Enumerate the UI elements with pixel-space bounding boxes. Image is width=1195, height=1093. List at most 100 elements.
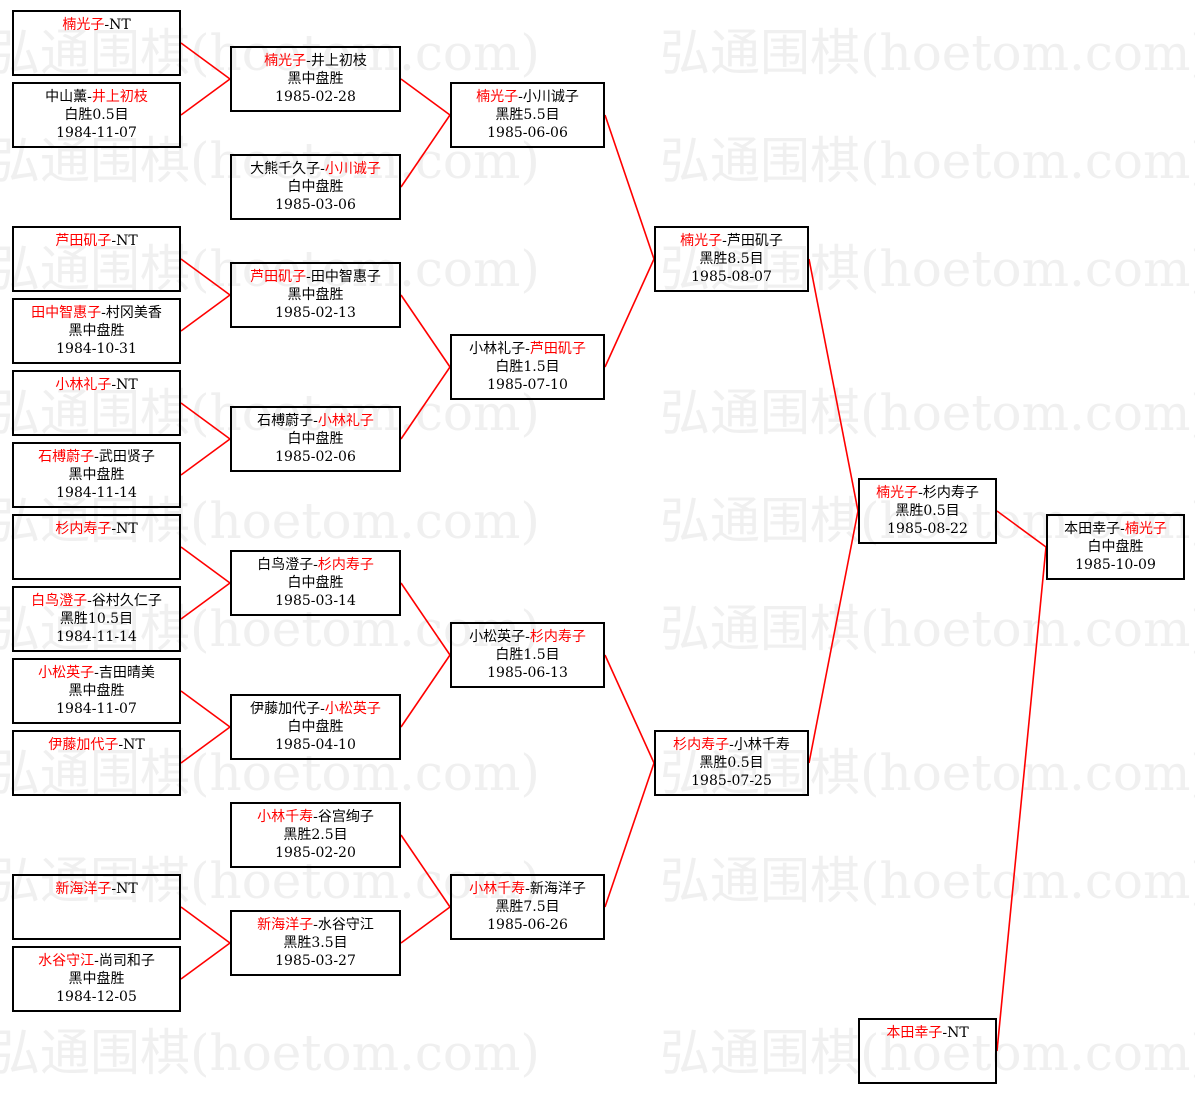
player-separator: - <box>87 89 92 105</box>
bracket-connector <box>180 942 231 980</box>
match-date: 1985-10-09 <box>1075 557 1156 573</box>
bracket-connector <box>996 510 1047 548</box>
player-one: 大熊千久子 <box>250 161 321 177</box>
player-one: 小林礼子 <box>55 377 112 393</box>
player-two: 楠光子 <box>1124 521 1167 537</box>
match-box: 新海洋子-水谷守江黑胜3.5目 1985-03-27 <box>230 910 401 976</box>
player-two: NT <box>116 233 138 249</box>
match-result: 黑胜3.5目 <box>283 935 348 951</box>
watermark-text: 弘通围棋(hoetom.com) <box>0 600 540 658</box>
player-two: 杉内寿子 <box>317 557 374 573</box>
match-players: 伊藤加代子-NT <box>14 736 179 754</box>
match-date: 1985-03-27 <box>275 953 356 969</box>
player-separator: - <box>111 377 117 393</box>
match-players: 本田幸子-楠光子 <box>1048 520 1183 538</box>
match-result: 白中盘胜 <box>287 431 344 447</box>
player-two: NT <box>123 737 145 753</box>
match-players: 楠光子-小川诚子 <box>452 88 603 106</box>
player-separator: - <box>104 17 110 33</box>
player-separator: - <box>94 665 99 681</box>
player-two: 芦田矶子 <box>529 341 586 357</box>
player-separator: - <box>306 53 311 69</box>
bracket-connector <box>180 546 231 584</box>
bracket-connector <box>180 78 231 116</box>
match-players: 田中智惠子-村冈美香 <box>14 304 179 322</box>
player-two: NT <box>116 881 138 897</box>
player-one: 楠光子 <box>476 89 519 105</box>
match-date: 1985-02-06 <box>275 449 356 465</box>
match-date: 1985-02-20 <box>275 845 356 861</box>
player-separator: - <box>518 89 523 105</box>
bracket-connector <box>180 42 231 80</box>
bracket-connector <box>400 114 451 188</box>
match-result: 黑胜10.5目 <box>59 611 134 627</box>
match-players: 小松英子-杉内寿子 <box>452 628 603 646</box>
player-two: 村冈美香 <box>105 305 162 321</box>
match-players: 本田幸子-NT <box>860 1024 995 1042</box>
player-one: 伊藤加代子 <box>48 737 119 753</box>
player-separator: - <box>525 341 530 357</box>
bracket-connector <box>180 726 231 764</box>
match-result: 黑胜8.5目 <box>699 251 764 267</box>
match-date: 1985-02-28 <box>275 89 356 105</box>
player-two: 小松英子 <box>324 701 381 717</box>
player-separator: - <box>918 485 923 501</box>
watermark-text: 弘通围棋(hoetom.com) <box>0 24 540 82</box>
match-result: 黑中盘胜 <box>287 71 344 87</box>
bracket-connector <box>180 906 231 944</box>
match-date: 1984-11-07 <box>56 701 137 717</box>
bracket-connector <box>180 690 231 728</box>
match-date: 1984-11-07 <box>56 125 137 141</box>
match-result: 白胜1.5目 <box>495 359 560 375</box>
match-players: 新海洋子-NT <box>14 880 179 898</box>
match-result: 黑中盘胜 <box>68 971 125 987</box>
match-result: 白胜1.5目 <box>495 647 560 663</box>
player-two: 小林礼子 <box>317 413 374 429</box>
player-one: 本田幸子 <box>1064 521 1121 537</box>
player-one: 芦田矶子 <box>55 233 112 249</box>
player-separator: - <box>94 953 99 969</box>
bracket-connector <box>604 114 655 260</box>
player-separator: - <box>1120 521 1125 537</box>
match-date: 1985-03-14 <box>275 593 356 609</box>
watermark-text: 弘通围棋(hoetom.com) <box>660 240 1195 298</box>
player-separator: - <box>87 593 92 609</box>
player-two: NT <box>116 377 138 393</box>
player-separator: - <box>320 701 325 717</box>
player-one: 楠光子 <box>264 53 307 69</box>
match-date: 1985-08-07 <box>691 269 772 285</box>
player-two: 小川诚子 <box>522 89 579 105</box>
player-one: 中山薰 <box>45 89 88 105</box>
player-two: 水谷守江 <box>317 917 374 933</box>
match-result: 白胜0.5目 <box>64 107 129 123</box>
player-two: NT <box>116 521 138 537</box>
watermark-text: 弘通围棋(hoetom.com) <box>660 132 1195 190</box>
match-result: 黑胜7.5目 <box>495 899 560 915</box>
match-players: 芦田矶子-田中智惠子 <box>232 268 399 286</box>
match-players: 楠光子-NT <box>14 16 179 34</box>
watermark-text: 弘通围棋(hoetom.com) <box>660 852 1195 910</box>
player-two: 小川诚子 <box>324 161 381 177</box>
player-separator: - <box>729 737 734 753</box>
player-one: 本田幸子 <box>886 1025 943 1041</box>
player-one: 新海洋子 <box>257 917 314 933</box>
player-one: 楠光子 <box>876 485 919 501</box>
match-players: 大熊千久子-小川诚子 <box>232 160 399 178</box>
bracket-connector <box>808 258 859 512</box>
bracket-connector <box>996 546 1047 1052</box>
watermark-text: 弘通围棋(hoetom.com) <box>0 240 540 298</box>
player-separator: - <box>313 917 318 933</box>
player-separator: - <box>101 305 106 321</box>
player-two: 谷村久仁子 <box>91 593 162 609</box>
match-players: 小松英子-吉田晴美 <box>14 664 179 682</box>
